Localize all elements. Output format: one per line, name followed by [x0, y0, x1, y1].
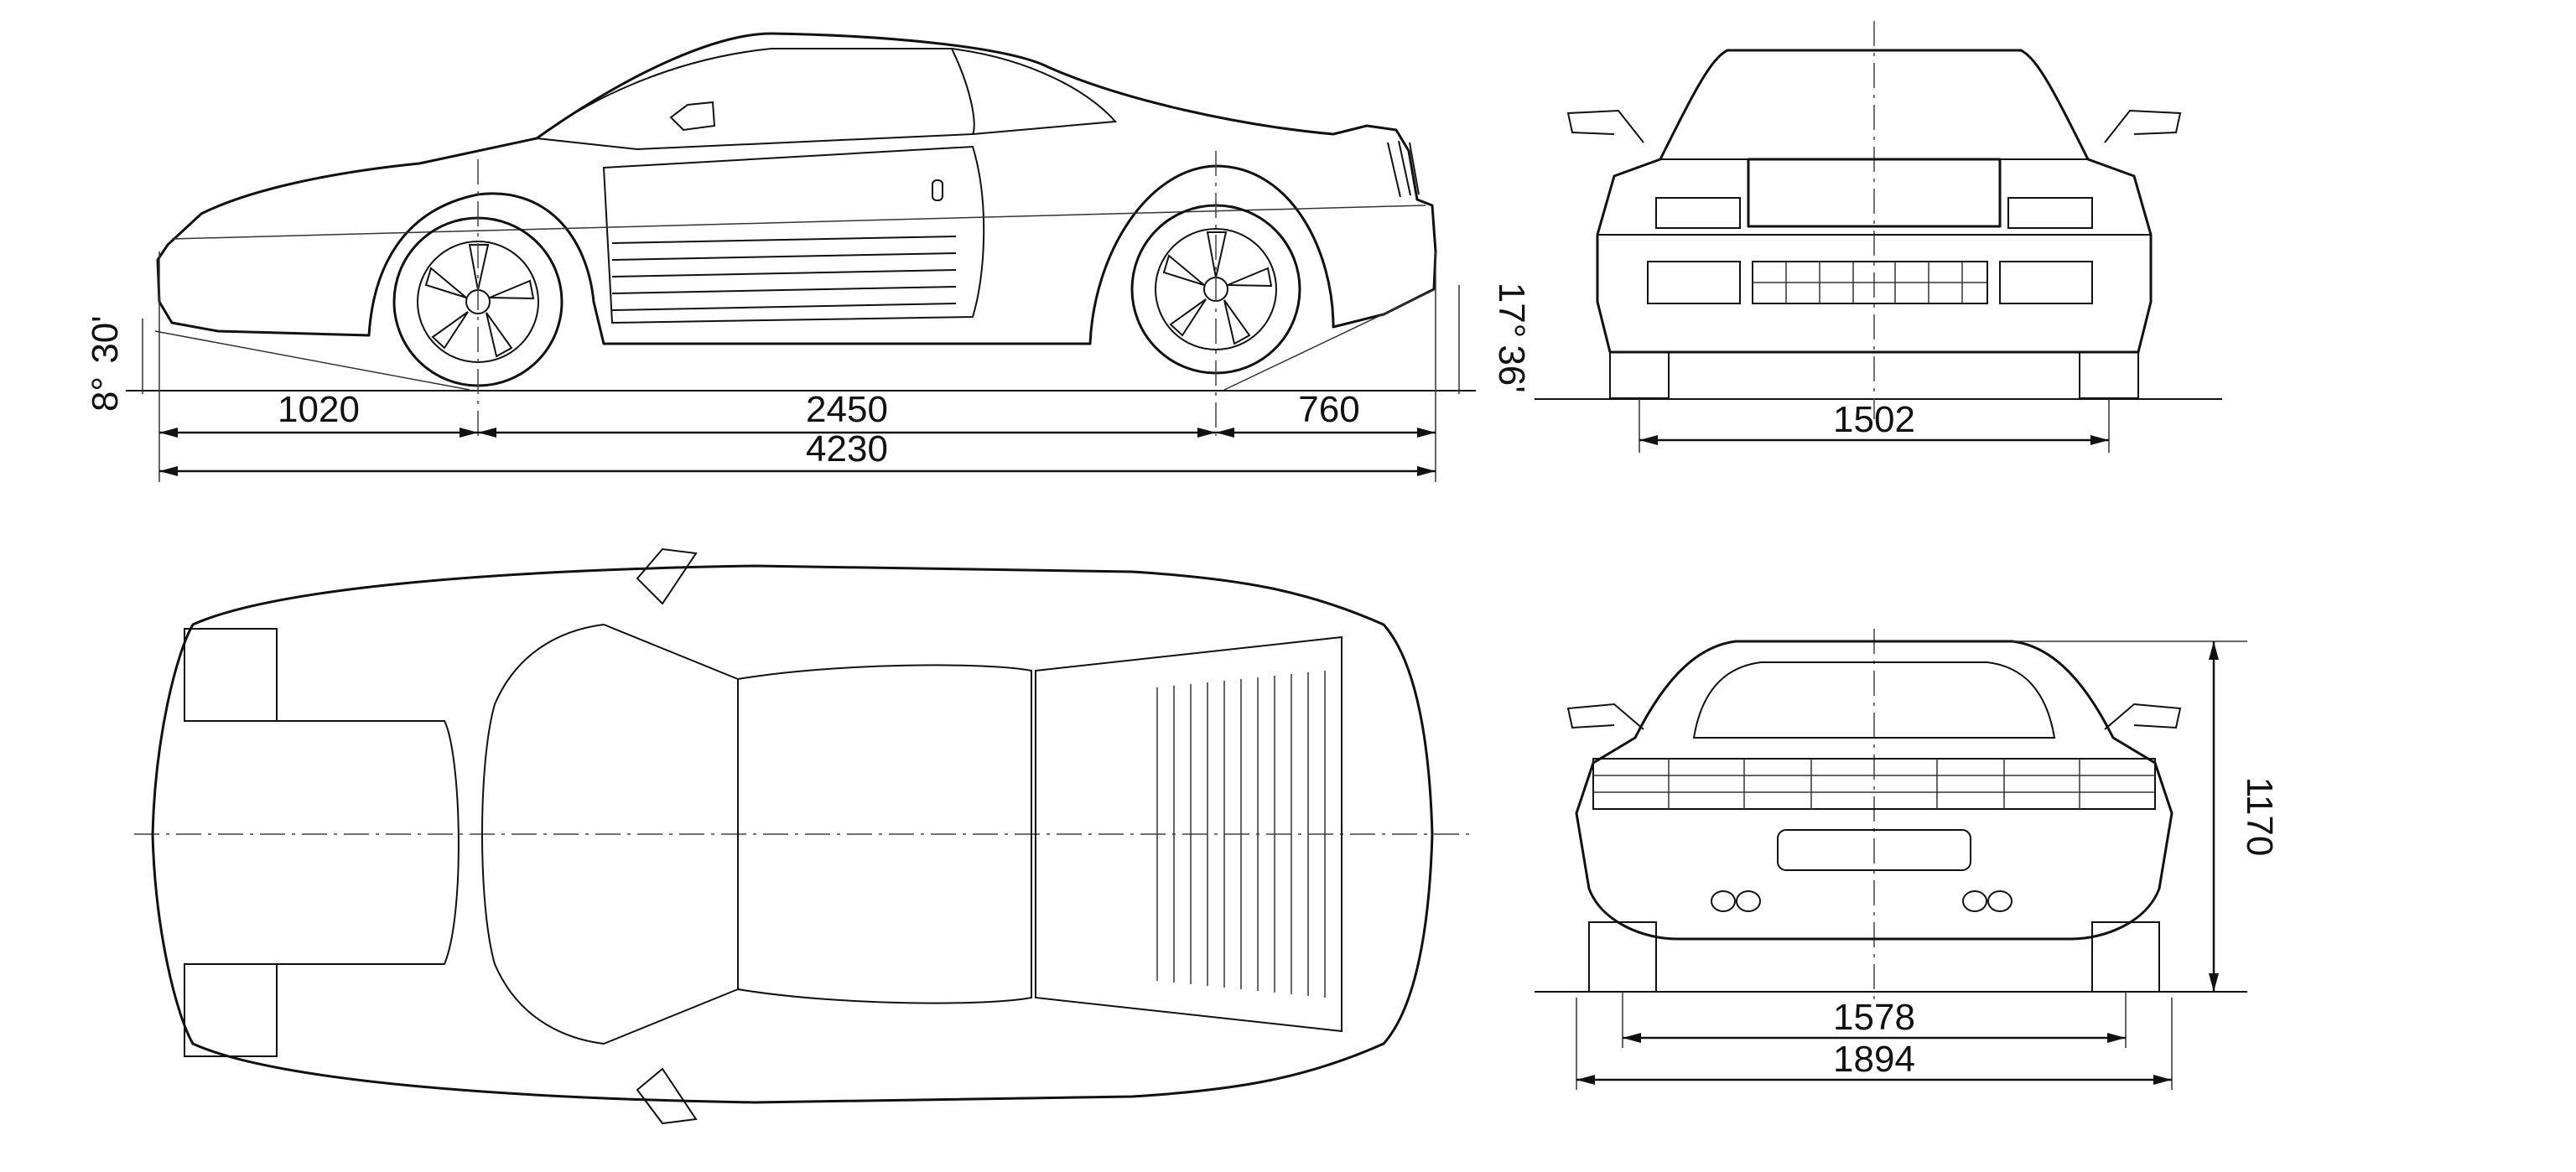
- dim-overall-width: 1894: [1833, 1039, 1915, 1080]
- top-hood: [184, 720, 460, 965]
- rear-width-line: [1576, 1075, 2172, 1085]
- side-door-handle: [932, 179, 943, 201]
- dim-front-track: 1502: [1833, 399, 1915, 440]
- front-license-plate: [1747, 158, 2002, 228]
- rear-left-mirror: [1566, 703, 1644, 730]
- side-door: [602, 145, 985, 324]
- side-body-outline: [156, 32, 1437, 345]
- front-left-foglight: [1647, 261, 1741, 304]
- rear-body-outline: [1575, 640, 2174, 941]
- side-dimension-row: [159, 428, 1436, 438]
- side-view: 1020 2450 760 4230 30' 8° 17° 36': [85, 32, 1532, 482]
- rear-view: 1578 1894 1170: [1535, 629, 2280, 1090]
- side-overall-length-line: [159, 466, 1436, 476]
- rear-left-exhaust: [1711, 890, 1761, 912]
- top-body-outline: [151, 564, 1434, 1104]
- rear-track-line: [1623, 1033, 2126, 1043]
- top-right-mirror: [636, 1067, 698, 1125]
- dim-height: 1170: [2239, 777, 2280, 857]
- top-right-headlight: [184, 963, 278, 1057]
- dim-overall-length: 4230: [806, 428, 888, 469]
- rear-right-tyre: [2091, 921, 2160, 993]
- front-track-line: [1639, 435, 2109, 445]
- front-left-headlight: [1655, 197, 1741, 229]
- rear-right-exhaust: [1962, 890, 2012, 912]
- dim-rear-overhang: 760: [1298, 389, 1359, 430]
- dim-rear-track: 1578: [1833, 997, 1915, 1038]
- front-left-mirror: [1566, 109, 1644, 143]
- rear-license-plate: [1777, 829, 1971, 871]
- top-engine-cover: [1035, 635, 1343, 1033]
- front-right-tyre: [2079, 351, 2139, 399]
- front-right-mirror: [2104, 109, 2182, 143]
- dim-front-overhang: 1020: [278, 389, 360, 430]
- front-angle-minutes: 30': [85, 315, 126, 363]
- top-view: [134, 547, 1476, 1125]
- side-rear-lights: [1387, 140, 1420, 198]
- departure-angle-line: [1223, 288, 1436, 391]
- front-left-tyre: [1609, 351, 1670, 399]
- front-body-outline: [1596, 49, 2153, 354]
- front-right-foglight: [1999, 261, 2093, 304]
- rear-angle-degrees: 17°: [1491, 283, 1532, 339]
- rear-height-line: [2209, 641, 2219, 992]
- top-left-headlight: [184, 628, 278, 722]
- side-a-pillar: [951, 48, 975, 135]
- rear-tail-lights: [1592, 758, 2156, 810]
- front-grille: [1752, 261, 1988, 304]
- top-roof: [737, 664, 1032, 1004]
- front-view: 1502: [1535, 21, 2222, 453]
- rear-window: [1692, 661, 2056, 739]
- side-beltline: [171, 205, 1426, 240]
- rear-left-tyre: [1588, 921, 1657, 993]
- front-right-headlight: [2007, 197, 2093, 229]
- front-angle-degrees: 8°: [85, 376, 126, 412]
- rear-right-mirror: [2104, 703, 2182, 730]
- rear-angle-minutes: 36': [1491, 345, 1532, 392]
- side-mirror: [669, 101, 716, 132]
- dim-wheelbase: 2450: [806, 389, 888, 430]
- top-left-mirror: [636, 547, 698, 605]
- side-strakes: [611, 236, 957, 311]
- top-windscreen: [481, 623, 739, 1045]
- side-window: [534, 48, 1118, 151]
- approach-angle-line: [154, 330, 470, 391]
